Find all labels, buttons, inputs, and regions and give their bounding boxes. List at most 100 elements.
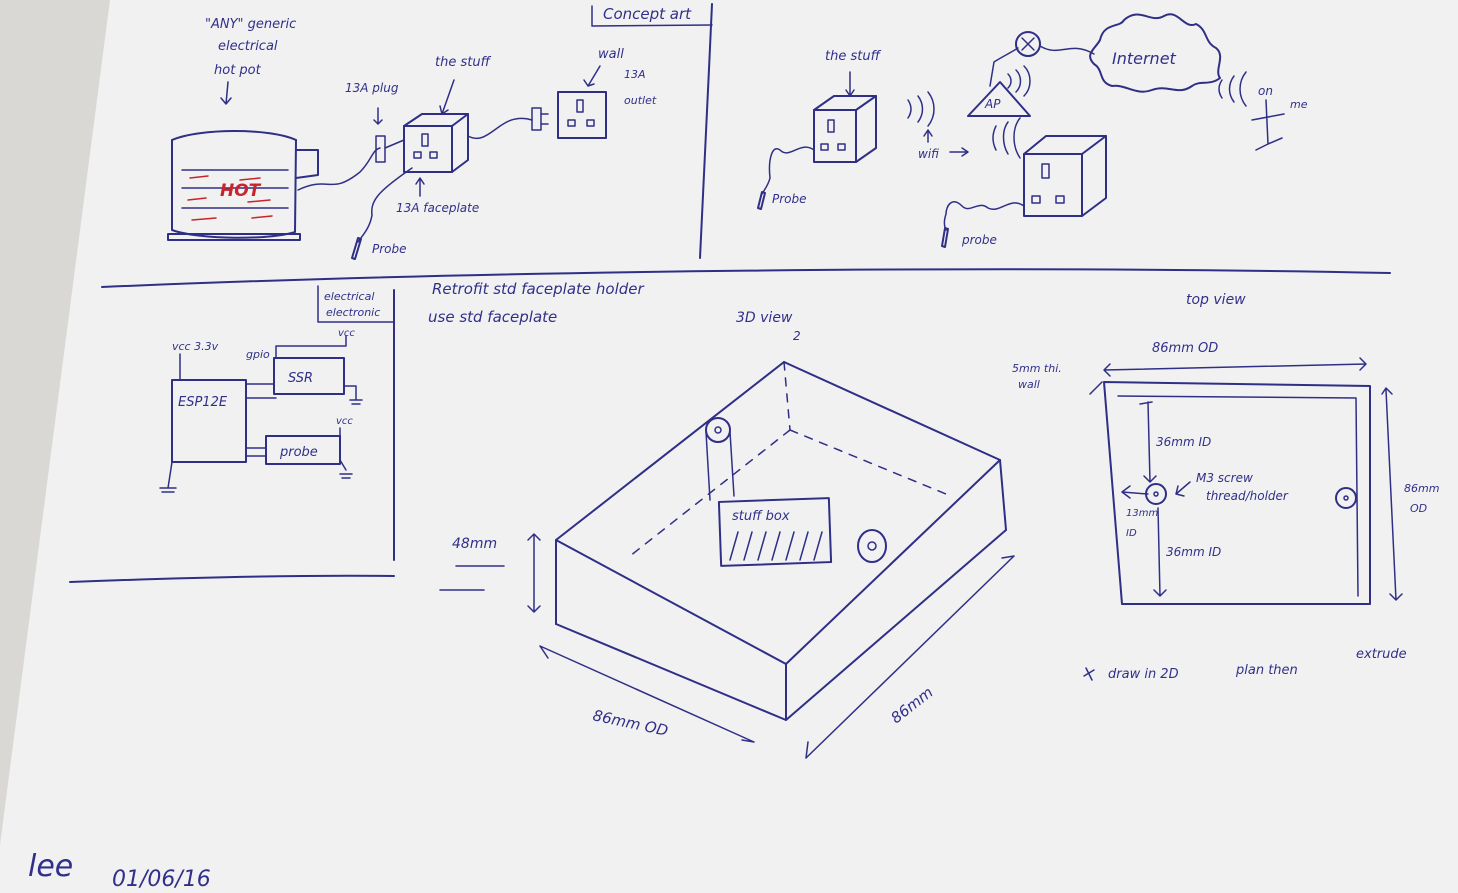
electronic-title-line1: electrical <box>324 290 374 303</box>
screw-hole-right <box>1335 487 1357 509</box>
ap-to-router-line <box>989 47 1019 87</box>
kettle-drawing <box>167 130 319 241</box>
side-label-1: 13mm <box>1126 508 1158 519</box>
esp12e-label: ESP12E <box>178 395 228 410</box>
ssr-box <box>273 357 345 395</box>
stuff-box <box>717 497 833 567</box>
network-probe-label-2: probe <box>961 233 997 247</box>
standoff-cylinder <box>705 417 735 501</box>
on-me-waves <box>1218 71 1247 107</box>
right-od-dimension <box>1381 387 1403 601</box>
router-x-mark <box>1021 37 1035 51</box>
3d-view-number: 2 <box>793 329 801 343</box>
router-x-circle <box>1015 31 1041 57</box>
holder-title-line2: use std faceplate <box>428 308 557 326</box>
divider-mid-horizontal <box>69 574 395 583</box>
wall-outlet-label-line1: 13A <box>624 68 646 81</box>
stuff-label: the stuff <box>435 55 492 70</box>
height-label: 48mm <box>452 536 497 552</box>
electronic-panel: electrical electronic vcc 3.3v gpio vcc … <box>159 285 395 493</box>
plug-label: 13A plug <box>345 81 399 95</box>
top-view-panel: top view 86mm OD 5mm thi. wall 36mm ID M… <box>1012 292 1439 682</box>
outer-wall <box>1103 381 1371 605</box>
plug-to-device-cable <box>384 139 405 149</box>
kettle-cable <box>297 147 381 191</box>
divider-top-horizontal <box>101 268 1391 288</box>
wall-label: wall <box>598 47 624 62</box>
network-device-2-drawing <box>1023 135 1107 217</box>
faceplate-device-drawing <box>403 113 469 173</box>
side-label-2: ID <box>1126 528 1137 539</box>
concept-title: Concept art <box>603 5 692 23</box>
ap-wifi-waves <box>1007 65 1031 97</box>
dim-36-bottom <box>1153 507 1167 597</box>
dim-36-bottom-label: 36mm ID <box>1166 545 1221 559</box>
top-od-label: 86mm OD <box>1152 341 1218 356</box>
note-line-2: plan then <box>1235 663 1298 678</box>
probe-rod <box>351 237 362 260</box>
probe-ground <box>339 459 353 479</box>
concept-title-box <box>591 5 713 27</box>
holder-title-line1: Retrofit std faceplate holder <box>432 280 645 298</box>
inner-wall <box>1117 395 1359 597</box>
divider-top-vertical <box>699 3 713 259</box>
top-view-title: top view <box>1186 292 1246 308</box>
vcc-label-3: vcc <box>336 416 353 427</box>
ssr-label: SSR <box>288 371 313 386</box>
network-probe-label-1: Probe <box>772 192 807 206</box>
concept-art-panel: Concept art HOT "ANY" generic electrical… <box>167 5 713 260</box>
right-od-label-2: OD <box>1410 502 1427 515</box>
standoff-right <box>857 529 887 563</box>
kettle-label-line3: hot pot <box>214 63 262 78</box>
stuff-box-hatching <box>729 531 823 561</box>
esp-to-probe-wire <box>245 447 267 457</box>
probe-cable <box>357 167 413 243</box>
screw-hole-right-center <box>1343 495 1349 501</box>
screw-label-2: thread/holder <box>1206 489 1289 503</box>
internet-cloud <box>1089 13 1222 93</box>
network-probe-cable-2 <box>943 201 1025 231</box>
height-strikethrough <box>439 565 505 591</box>
note-star <box>1083 667 1095 681</box>
probe-label: Probe <box>372 242 407 256</box>
internet-label: Internet <box>1112 49 1177 68</box>
depth-dimension <box>805 555 1015 759</box>
screw-arrow <box>1175 481 1191 497</box>
wifi-arrow-right <box>949 147 969 157</box>
vcc-label-2: vcc <box>338 328 355 339</box>
network-probe-rod-1 <box>757 191 766 210</box>
probe-box <box>265 435 341 465</box>
wall-outlet-label-line2: outlet <box>624 94 657 107</box>
3d-view-label: 3D view <box>736 310 793 326</box>
wifi-waves-device-1 <box>907 91 935 127</box>
probe-box-label: probe <box>279 445 318 460</box>
top-od-dimension <box>1103 357 1367 377</box>
right-od-label-1: 86mm <box>1404 482 1439 495</box>
wifi-arrow-up <box>923 129 933 143</box>
kettle-label-line1: "ANY" generic <box>205 17 296 32</box>
note-line-3: extrude <box>1356 647 1407 662</box>
device-to-wall-cable <box>467 117 533 139</box>
wall-plug-pins <box>540 113 549 125</box>
on-me-label-2: me <box>1290 98 1308 111</box>
dim-36-top <box>1139 401 1157 483</box>
ssr-vcc-line <box>275 335 347 359</box>
ap-triangle <box>967 81 1031 117</box>
height-dimension <box>527 533 541 613</box>
network-device-1-drawing <box>813 95 877 163</box>
screw-hole-left-center <box>1153 491 1159 497</box>
13a-plug-icon <box>375 135 386 163</box>
esp12e-box <box>171 379 247 463</box>
signature-date: 01/06/16 <box>112 867 211 892</box>
esp-ground <box>159 461 177 493</box>
stick-figure <box>1251 99 1285 151</box>
kettle-arrow <box>220 81 232 105</box>
network-panel: the stuff Probe wifi AP Internet on <box>757 13 1308 248</box>
wall-outlet-drawing <box>557 91 607 139</box>
wall-plug-icon <box>531 107 542 131</box>
stuff-box-label: stuff box <box>732 509 790 524</box>
dim-13-side <box>1121 485 1149 499</box>
wall-thickness-label-2: wall <box>1018 378 1040 391</box>
ap-label: AP <box>984 97 1001 111</box>
